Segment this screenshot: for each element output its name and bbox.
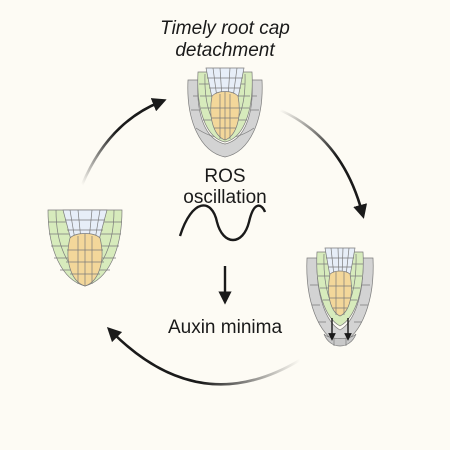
cycle-arrow-right-to-left (106, 326, 301, 386)
ros-label: ROS (204, 166, 246, 187)
oscillation-label: oscillation (183, 187, 267, 208)
cycle-arrow-left-to-top (80, 98, 167, 186)
title-line-2: detachment (175, 40, 275, 61)
root-tip-right (306, 247, 374, 347)
auxin-minima-label: Auxin minima (167, 317, 283, 338)
root-tip-top (187, 67, 263, 158)
sine-wave-icon (178, 204, 267, 241)
cycle-arrow-top-to-right (279, 108, 368, 219)
root-tip-left (47, 209, 123, 287)
title-line-1: Timely root cap (160, 18, 290, 39)
